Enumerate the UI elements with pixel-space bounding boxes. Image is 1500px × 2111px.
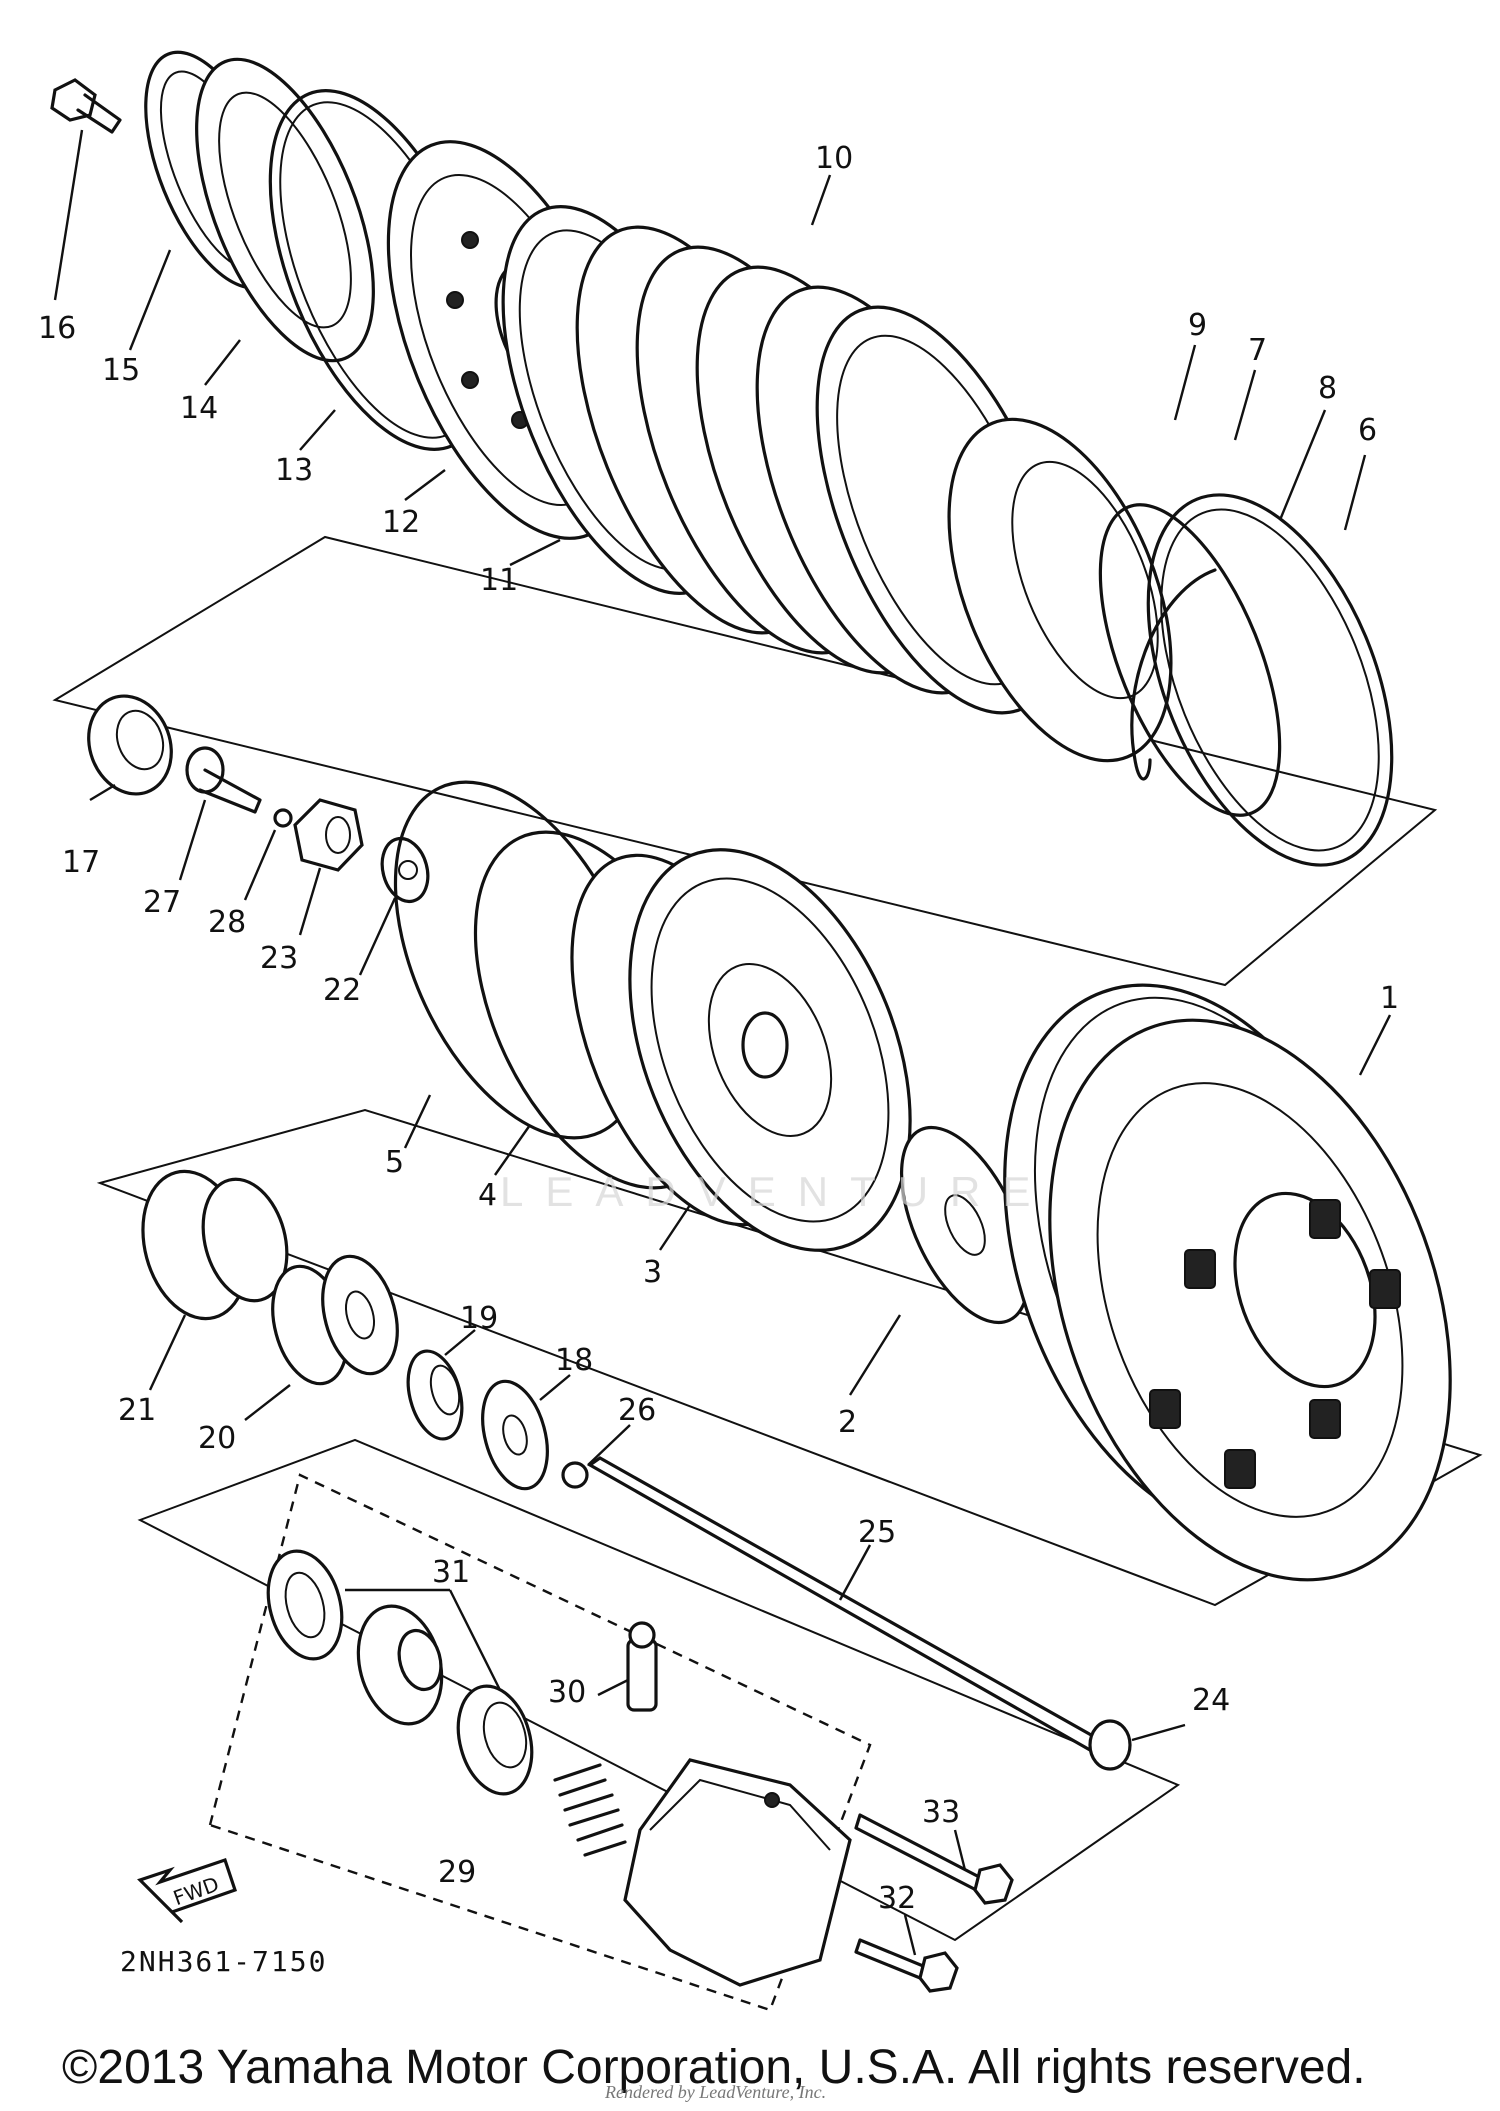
assembly-outline-upper bbox=[52, 535, 1438, 987]
label-5: 5 bbox=[385, 1145, 404, 1180]
label-13: 13 bbox=[275, 453, 313, 488]
part-3-clutch-boss bbox=[570, 848, 912, 1252]
diagram-code: 2NH361-7150 bbox=[120, 1945, 328, 1978]
part-10-clutch-plate-stack bbox=[575, 225, 1065, 715]
label-2: 2 bbox=[838, 1405, 857, 1440]
release-spring bbox=[553, 1763, 627, 1857]
part-23-nut bbox=[293, 798, 364, 872]
part-30-bleed-screw bbox=[626, 1621, 658, 1712]
label-26: 26 bbox=[618, 1393, 656, 1428]
part-33-bolt bbox=[854, 1813, 1014, 1905]
part-17-bearing bbox=[87, 694, 173, 796]
label-3: 3 bbox=[643, 1255, 662, 1290]
part-26-ball bbox=[561, 1461, 589, 1489]
label-12: 12 bbox=[382, 505, 420, 540]
part-7-wire-ring bbox=[1098, 503, 1282, 817]
label-16: 16 bbox=[38, 311, 76, 346]
label-29: 29 bbox=[438, 1855, 476, 1890]
label-9: 9 bbox=[1188, 308, 1207, 343]
watermark: LEADVENTURE bbox=[500, 1168, 1053, 1215]
part-28-o-ring bbox=[273, 808, 293, 828]
part-9-plate bbox=[947, 417, 1173, 763]
part-20-spacer bbox=[271, 1254, 399, 1386]
label-22: 22 bbox=[323, 973, 361, 1008]
label-27: 27 bbox=[143, 885, 181, 920]
label-21: 21 bbox=[118, 1393, 156, 1428]
part-6-ring-plate bbox=[1146, 493, 1394, 867]
part-21-needle-bearing bbox=[141, 1169, 289, 1321]
label-32: 32 bbox=[878, 1881, 916, 1916]
part-25-push-rod bbox=[587, 1456, 1103, 1752]
part-number-labels: 16 15 14 13 12 11 10 9 7 8 6 17 27 28 23… bbox=[38, 141, 1399, 1916]
label-23: 23 bbox=[260, 941, 298, 976]
label-6: 6 bbox=[1358, 413, 1377, 448]
label-24: 24 bbox=[1192, 1683, 1230, 1718]
part-22-lock-washer bbox=[380, 836, 430, 904]
leader-lines bbox=[53, 129, 1392, 1956]
part-31-cup-seal bbox=[456, 1684, 534, 1796]
label-10: 10 bbox=[815, 141, 853, 176]
part-19-bushing bbox=[406, 1349, 464, 1441]
label-18: 18 bbox=[555, 1343, 593, 1378]
label-7: 7 bbox=[1248, 333, 1267, 368]
part-16-bolt bbox=[50, 78, 122, 134]
label-14: 14 bbox=[180, 391, 218, 426]
copyright-notice: ©2013 Yamaha Motor Corporation, U.S.A. A… bbox=[62, 2041, 1366, 2094]
fwd-arrow-icon: FWD bbox=[137, 1857, 238, 1924]
label-17: 17 bbox=[62, 845, 100, 880]
assembly-outline-middle bbox=[96, 1108, 1483, 1607]
part-27-push-rod-head bbox=[185, 746, 262, 814]
part-14-toothed-plate bbox=[195, 57, 375, 363]
part-1-clutch-housing bbox=[1003, 983, 1452, 1582]
release-cylinder-body bbox=[623, 1758, 852, 1987]
footer-attribution: Rendered by LeadVenture, Inc. bbox=[605, 2082, 827, 2102]
part-31-piston bbox=[356, 1604, 444, 1726]
label-33: 33 bbox=[922, 1795, 960, 1830]
label-4: 4 bbox=[478, 1178, 497, 1213]
label-1: 1 bbox=[1380, 981, 1399, 1016]
label-8: 8 bbox=[1318, 371, 1337, 406]
label-15: 15 bbox=[102, 353, 140, 388]
label-11: 11 bbox=[480, 563, 518, 598]
label-30: 30 bbox=[548, 1675, 586, 1710]
part-24-end-cap bbox=[1088, 1719, 1132, 1771]
part-8-circlip bbox=[1130, 568, 1217, 781]
label-20: 20 bbox=[198, 1421, 236, 1456]
label-19: 19 bbox=[460, 1301, 498, 1336]
part-18-washer bbox=[481, 1379, 549, 1491]
label-31: 31 bbox=[432, 1555, 470, 1590]
part-32-bolt bbox=[854, 1938, 959, 1993]
label-28: 28 bbox=[208, 905, 246, 940]
label-25: 25 bbox=[858, 1515, 896, 1550]
part-31-seal bbox=[266, 1549, 344, 1661]
